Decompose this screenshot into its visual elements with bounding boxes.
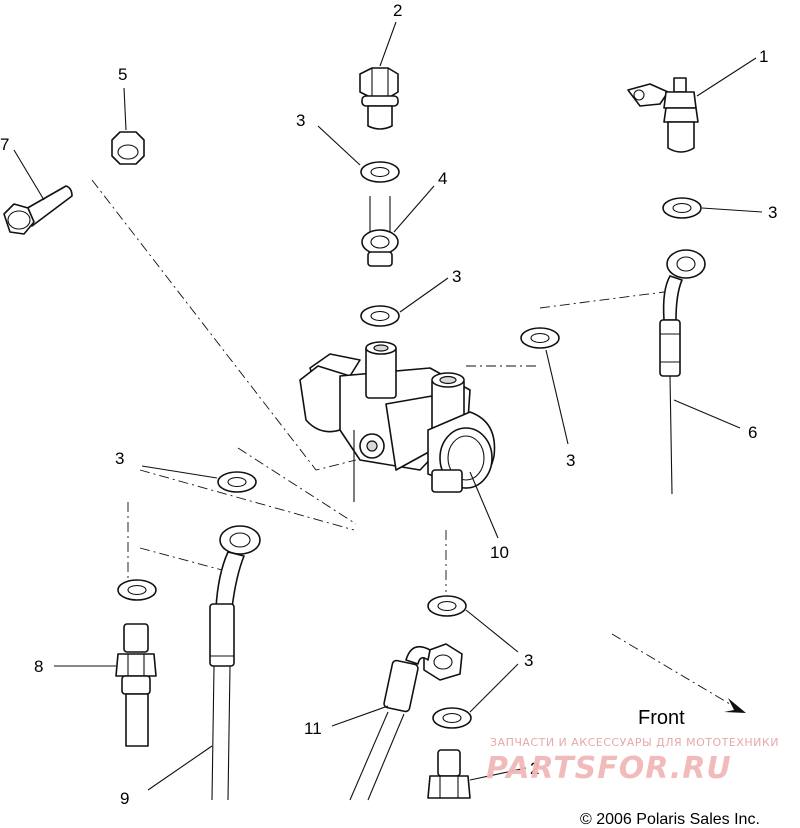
- nut: [111, 131, 145, 165]
- crush-washer-c: [662, 197, 702, 219]
- valve-body: [299, 341, 496, 502]
- watermark-logo: PARTSFOR.RU: [486, 751, 732, 786]
- copyright-notice: © 2006 Polaris Sales Inc.: [580, 811, 760, 828]
- brake-line-left: [209, 525, 261, 801]
- front-direction-arrow: [611, 633, 746, 713]
- watermark: ЗАПЧАСТИ И АКСЕССУАРЫ ДЛЯ МОТОТЕХНИКИ PA…: [486, 736, 779, 786]
- callout-11: 11: [304, 719, 322, 738]
- hose-fitting: [361, 196, 399, 267]
- callout-3-f: 3: [524, 651, 533, 670]
- banjo-bolt-bottom: [427, 749, 471, 799]
- crush-washer-f: [427, 595, 472, 729]
- brake-line-bottom: [349, 643, 463, 801]
- assembly-lines: [91, 179, 665, 592]
- callout-5: 5: [118, 65, 127, 84]
- callout-3-e: 3: [115, 449, 124, 468]
- flange-bolt: [3, 185, 73, 235]
- watermark-tagline: ЗАПЧАСТИ И АКСЕССУАРЫ ДЛЯ МОТОТЕХНИКИ: [490, 736, 779, 749]
- callout-3-a: 3: [296, 111, 305, 130]
- callout-10: 10: [490, 543, 509, 562]
- callout-3-d: 3: [566, 451, 575, 470]
- callout-4: 4: [438, 169, 447, 188]
- inline-fitting: [115, 623, 157, 747]
- callout-3-b: 3: [452, 267, 461, 286]
- pressure-switch: [627, 77, 699, 153]
- banjo-bolt-top: [359, 67, 399, 130]
- callout-7: 7: [0, 135, 9, 154]
- front-label: Front: [638, 707, 685, 729]
- callout-1: 1: [759, 47, 768, 66]
- callout-8: 8: [34, 657, 43, 676]
- callout-9: 9: [120, 789, 129, 808]
- callout-2-bottom: 2: [530, 759, 539, 778]
- callout-3-c: 3: [768, 203, 777, 222]
- brake-line-right: [659, 249, 706, 495]
- callout-2-top: 2: [393, 1, 402, 20]
- callout-6: 6: [748, 423, 757, 442]
- crush-washer-a: [360, 161, 400, 183]
- crush-washer-e: [117, 471, 257, 601]
- crush-washer-d: [520, 327, 560, 349]
- crush-washer-b: [360, 305, 400, 327]
